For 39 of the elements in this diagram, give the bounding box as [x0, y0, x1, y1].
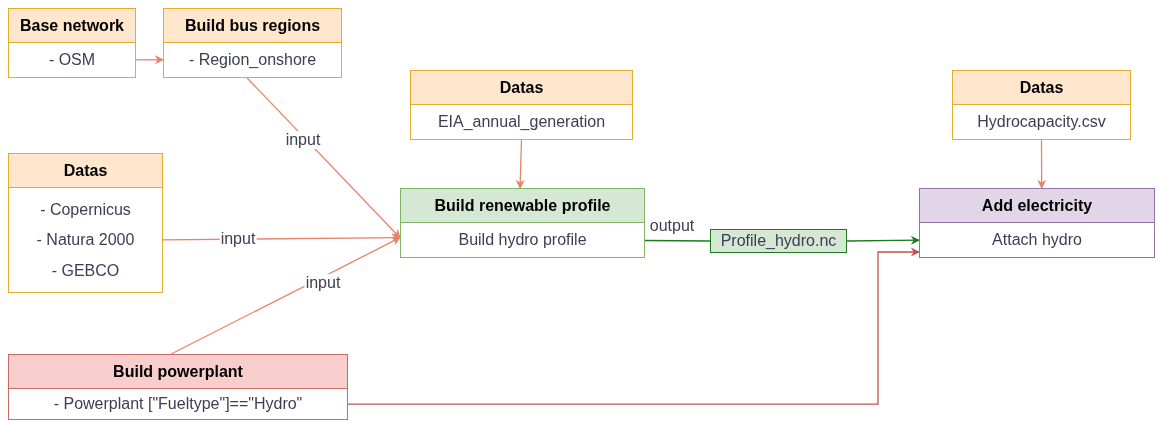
edge-label: input	[284, 131, 322, 149]
file-tag: Profile_hydro.nc	[710, 229, 847, 253]
list-item: - Powerplant ["Fueltype"]=="Hydro"	[53, 395, 303, 413]
table-card	[410, 70, 633, 140]
list-item: Hydrocapacity.csv	[977, 113, 1106, 131]
table-card	[400, 188, 645, 258]
list-item: - Copernicus	[40, 200, 131, 219]
list-item: - Natura 2000	[36, 231, 135, 249]
list-item: - GEBCO	[51, 261, 120, 280]
arrow	[135, 55, 164, 65]
card-header: Datas	[953, 71, 1130, 105]
card-header: Base network	[9, 9, 135, 43]
card-header: Build renewable profile	[401, 189, 644, 223]
card-header: Add electricity	[920, 189, 1154, 223]
card-header: Datas	[411, 71, 632, 105]
arrow	[1037, 139, 1047, 189]
table-card	[919, 188, 1155, 258]
card-header: Build powerplant	[9, 355, 347, 389]
arrow	[347, 247, 920, 405]
arrow	[515, 139, 525, 189]
table-card	[8, 153, 163, 293]
table-card	[8, 354, 348, 420]
edge-label: input	[304, 274, 342, 292]
edge-label: input	[219, 230, 257, 248]
table-card	[163, 8, 342, 78]
arrow	[170, 237, 401, 355]
connector-line	[644, 239, 711, 242]
list-item: Build hydro profile	[458, 231, 587, 249]
arrow	[846, 235, 920, 245]
table-card	[952, 70, 1131, 140]
card-header: Build bus regions	[164, 9, 341, 43]
card-header: Datas	[9, 154, 162, 188]
table-card	[8, 8, 136, 78]
edge-label: output	[648, 217, 696, 235]
list-item: Attach hydro	[992, 231, 1082, 249]
list-item: - OSM	[48, 51, 96, 69]
list-item: EIA_annual_generation	[437, 113, 606, 131]
list-item: - Region_onshore	[188, 51, 317, 69]
arrow	[246, 77, 401, 239]
